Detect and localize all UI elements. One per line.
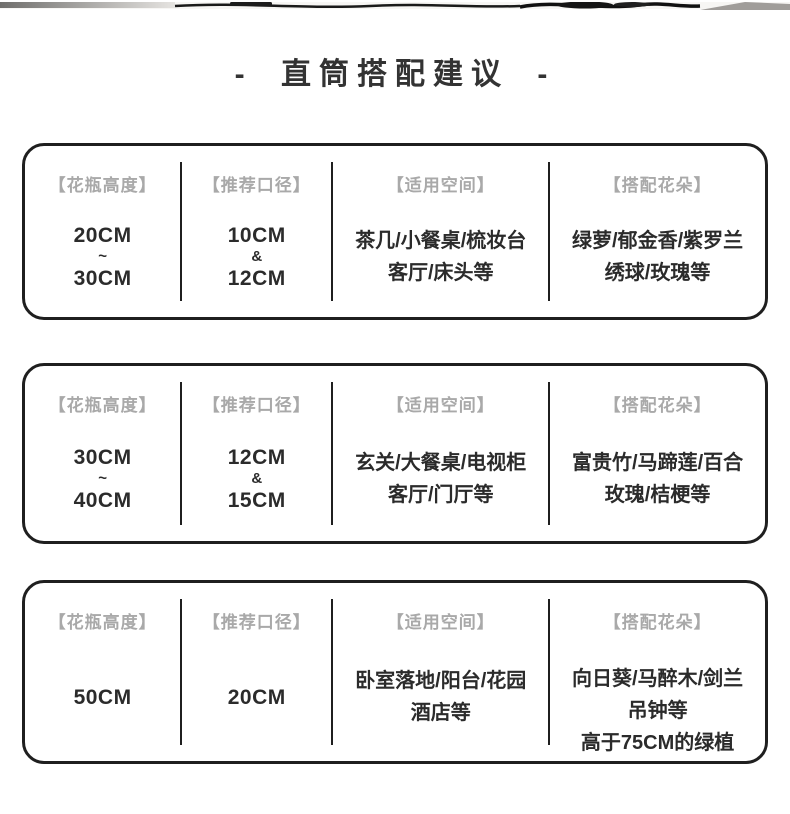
column-value-line: 富贵竹/马蹄莲/百合 (572, 451, 744, 474)
column-value-line: 茶几/小餐桌/梳妆台 (355, 229, 527, 252)
column-values: 富贵竹/马蹄莲/百合 玫瑰/桔梗等 (572, 416, 743, 541)
range-tilde: ~ (98, 469, 107, 487)
suggestion-card-small: 【花瓶高度】 20CM ~ 30CM 【推荐口径】 10CM & 12CM 【适… (22, 143, 768, 320)
column-value-line: 15CM (227, 488, 286, 512)
spec-column-space: 【适用空间】 茶几/小餐桌/梳妆台 客厅/床头等 (333, 146, 548, 317)
column-value-line: 12CM (227, 445, 286, 469)
page-title: - 直筒搭配建议 - (234, 58, 556, 91)
column-values: 12CM & 15CM (228, 416, 286, 541)
column-value-line: 高于75CM的绿植 (580, 732, 735, 754)
column-value-line: 10CM (227, 223, 286, 247)
column-value-line: 玫瑰/桔梗等 (604, 483, 711, 506)
spec-column-caliber: 【推荐口径】 20CM (182, 583, 331, 761)
column-value-line: 客厅/门厅等 (387, 483, 494, 506)
column-divider (180, 599, 183, 745)
column-value-line: 20CM (227, 685, 286, 709)
column-label: 【适用空间】 (386, 396, 495, 415)
column-label: 【推荐口径】 (202, 396, 311, 415)
column-value-line: 玄关/大餐桌/电视柜 (355, 451, 527, 474)
column-values: 绿萝/郁金香/紫罗兰 绣球/玫瑰等 (572, 196, 743, 317)
column-value-line: 酒店等 (410, 702, 471, 724)
spec-column-space: 【适用空间】 玄关/大餐桌/电视柜 客厅/门厅等 (333, 366, 548, 541)
spec-column-flowers: 【搭配花朵】 绿萝/郁金香/紫罗兰 绣球/玫瑰等 (550, 146, 765, 317)
column-values: 10CM & 12CM (228, 196, 286, 317)
column-divider (331, 162, 334, 301)
column-divider (180, 162, 183, 301)
column-values: 20CM ~ 30CM (74, 196, 132, 317)
column-label: 【搭配花朵】 (603, 176, 712, 195)
ampersand: & (251, 469, 263, 487)
suggestion-card-medium: 【花瓶高度】 30CM ~ 40CM 【推荐口径】 12CM & 15CM 【适… (22, 363, 768, 544)
column-divider (331, 599, 334, 745)
spec-column-caliber: 【推荐口径】 12CM & 15CM (182, 366, 331, 541)
column-label: 【适用空间】 (386, 176, 495, 195)
column-label: 【搭配花朵】 (603, 396, 712, 415)
column-label: 【搭配花朵】 (603, 613, 712, 632)
column-label: 【适用空间】 (386, 613, 495, 632)
column-value-line: 绿萝/郁金香/紫罗兰 (572, 229, 744, 252)
column-value-line: 20CM (73, 223, 132, 247)
column-value-line: 向日葵/马醉木/剑兰 (572, 668, 744, 690)
column-divider (548, 162, 551, 301)
spec-column-vase-height: 【花瓶高度】 30CM ~ 40CM (25, 366, 180, 541)
spec-column-vase-height: 【花瓶高度】 20CM ~ 30CM (25, 146, 180, 317)
column-label: 【花瓶高度】 (48, 396, 157, 415)
spec-column-caliber: 【推荐口径】 10CM & 12CM (182, 146, 331, 317)
ampersand: & (251, 247, 263, 265)
column-value-line: 50CM (73, 685, 132, 709)
column-value-line: 12CM (227, 266, 286, 290)
column-label: 【推荐口径】 (202, 613, 311, 632)
column-values: 玄关/大餐桌/电视柜 客厅/门厅等 (355, 416, 526, 541)
spec-column-flowers: 【搭配花朵】 向日葵/马醉木/剑兰 吊钟等 高于75CM的绿植 (550, 583, 765, 761)
column-value-line: 绣球/玫瑰等 (604, 261, 711, 284)
column-values: 茶几/小餐桌/梳妆台 客厅/床头等 (355, 196, 526, 317)
spec-column-space: 【适用空间】 卧室落地/阳台/花园 酒店等 (333, 583, 548, 761)
column-values: 卧室落地/阳台/花园 酒店等 (355, 633, 526, 761)
column-divider (548, 599, 551, 745)
column-values: 向日葵/马醉木/剑兰 吊钟等 高于75CM的绿植 (572, 647, 743, 775)
spec-column-vase-height: 【花瓶高度】 50CM (25, 583, 180, 761)
column-label: 【花瓶高度】 (48, 176, 157, 195)
spec-column-flowers: 【搭配花朵】 富贵竹/马蹄莲/百合 玫瑰/桔梗等 (550, 366, 765, 541)
partial-image-strip (0, 0, 790, 11)
column-label: 【花瓶高度】 (48, 613, 157, 632)
suggestion-card-large: 【花瓶高度】 50CM 【推荐口径】 20CM 【适用空间】 卧室落地/阳台/花… (22, 580, 768, 764)
column-value-line: 40CM (73, 488, 132, 512)
column-value-line: 30CM (73, 445, 132, 469)
column-values: 50CM (74, 633, 132, 761)
column-label: 【推荐口径】 (202, 176, 311, 195)
column-values: 30CM ~ 40CM (74, 416, 132, 541)
column-values: 20CM (228, 633, 286, 761)
range-tilde: ~ (98, 247, 107, 265)
column-divider (548, 382, 551, 525)
column-divider (180, 382, 183, 525)
cropped-photo-edge-graphic (0, 1, 790, 10)
column-divider (331, 382, 334, 525)
column-value-line: 卧室落地/阳台/花园 (355, 670, 527, 692)
column-value-line: 吊钟等 (627, 700, 688, 722)
column-value-line: 客厅/床头等 (387, 261, 494, 284)
column-value-line: 30CM (73, 266, 132, 290)
